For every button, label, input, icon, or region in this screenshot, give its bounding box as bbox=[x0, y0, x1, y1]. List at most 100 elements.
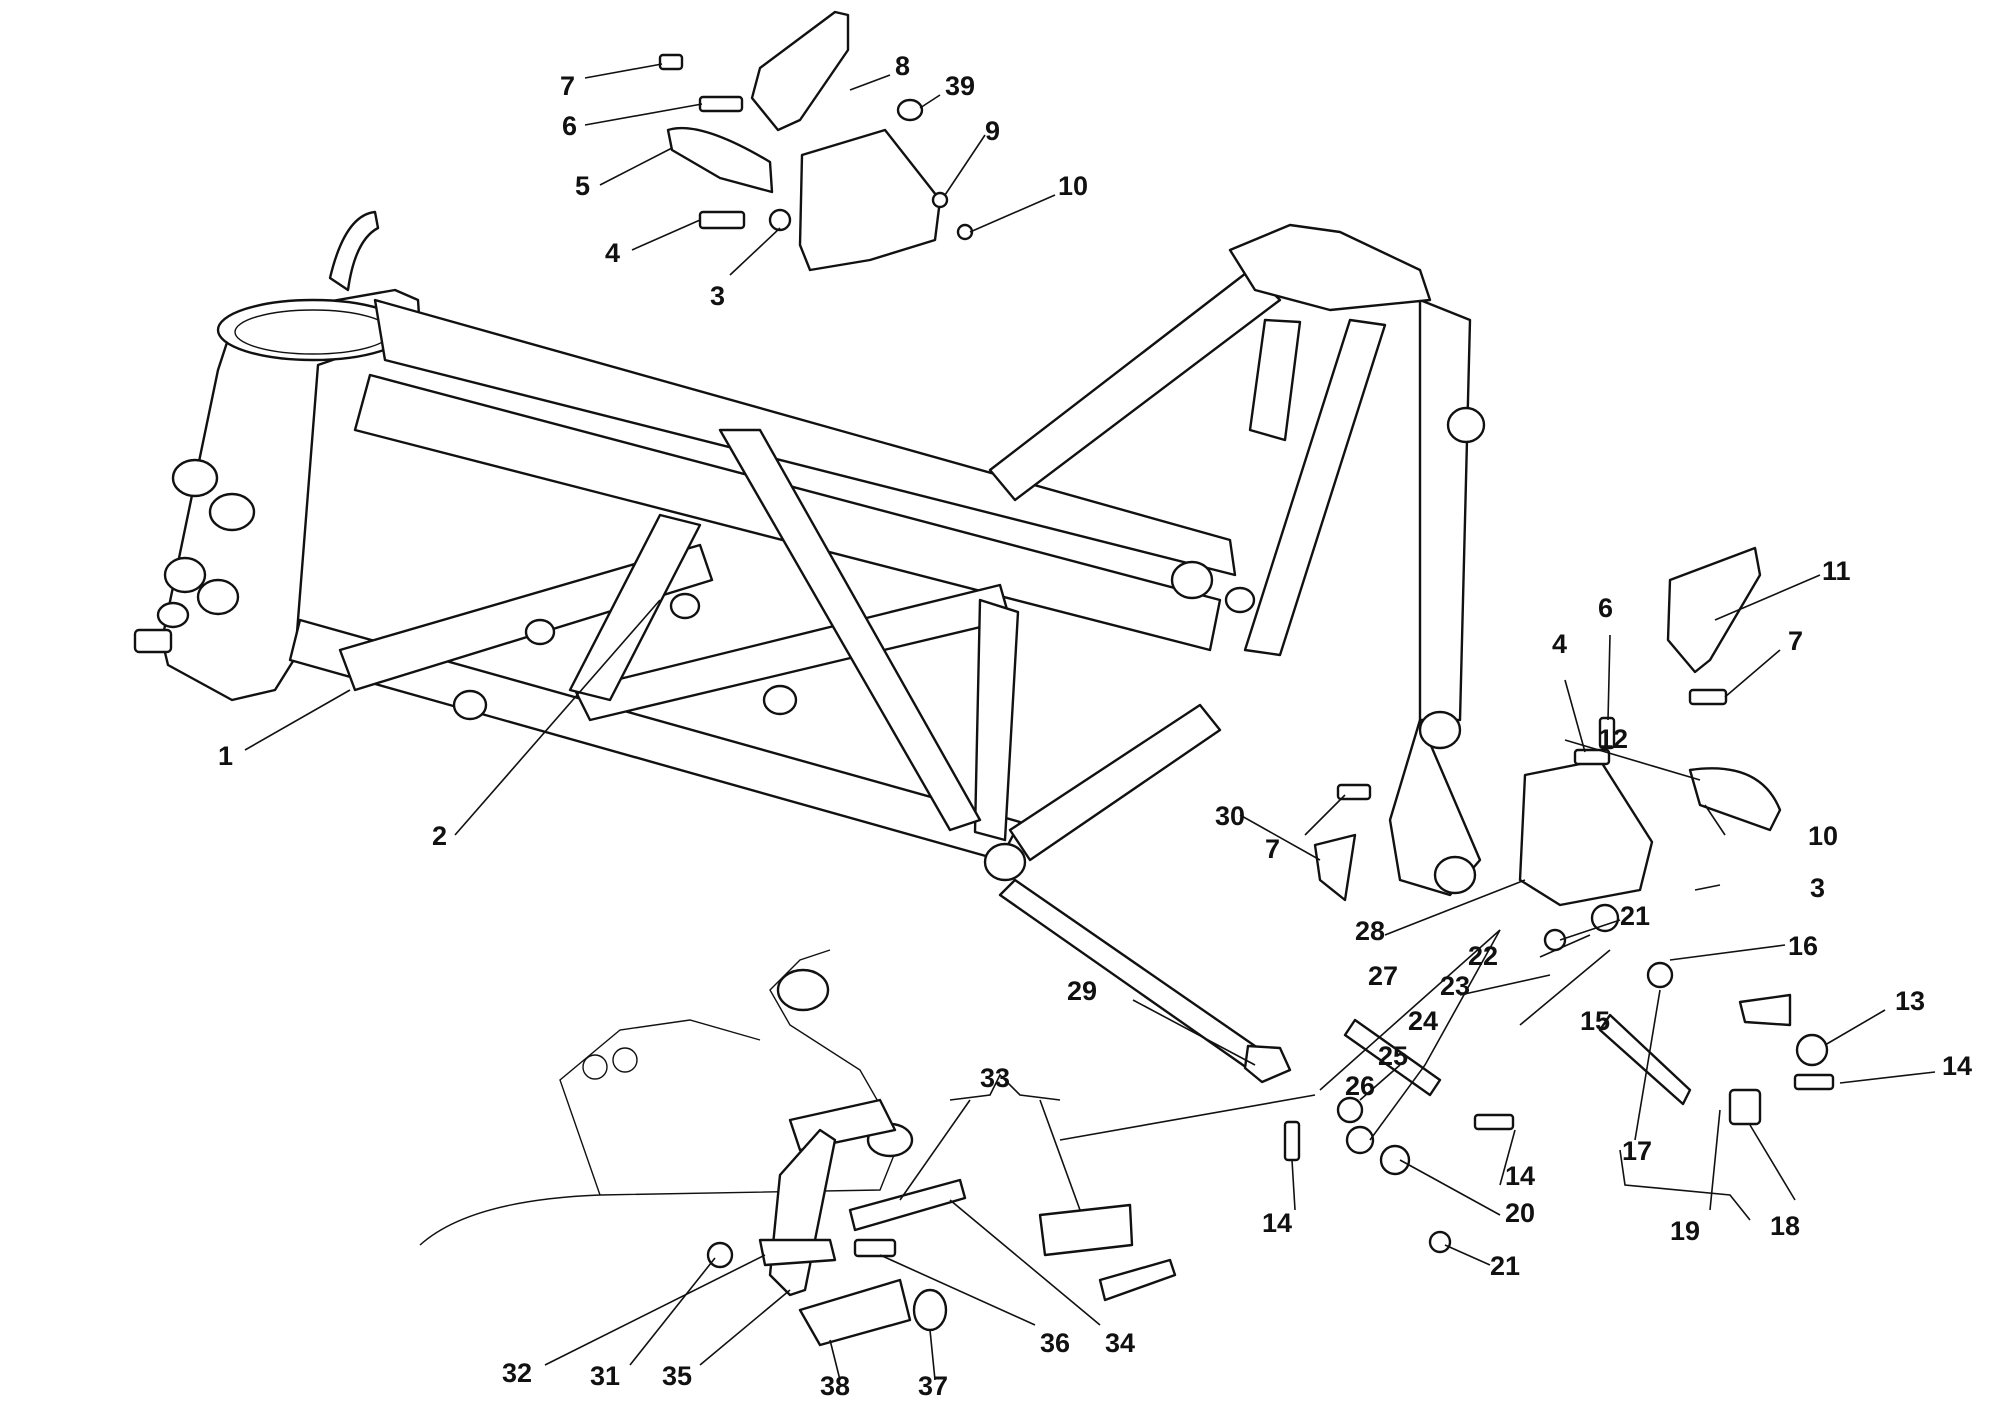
pin-4a bbox=[698, 210, 746, 230]
nut-21b bbox=[1428, 1230, 1452, 1254]
spring-34 bbox=[848, 1178, 967, 1232]
pin-4b bbox=[1573, 748, 1611, 766]
swingarm-mount bbox=[1388, 718, 1482, 897]
callout-12: 12 bbox=[1598, 724, 1628, 754]
callout-4-right: 4 bbox=[1552, 629, 1567, 659]
bolt-6a bbox=[698, 95, 744, 113]
washer-15 bbox=[1590, 903, 1620, 933]
callout-3-top: 3 bbox=[710, 281, 725, 311]
steering-head bbox=[133, 210, 422, 702]
callout-23: 23 bbox=[1440, 971, 1470, 1001]
callout-26: 26 bbox=[1345, 1071, 1375, 1101]
washer-39 bbox=[896, 98, 924, 122]
callout-31: 31 bbox=[590, 1361, 620, 1391]
pivot-37 bbox=[912, 1288, 948, 1332]
leader-lines bbox=[244, 63, 1936, 1381]
callout-18: 18 bbox=[1770, 1211, 1800, 1241]
heel-guard-left bbox=[750, 10, 850, 132]
callout-6-right: 6 bbox=[1598, 593, 1613, 623]
callout-20: 20 bbox=[1505, 1198, 1535, 1228]
callout-7-mid: 7 bbox=[1265, 834, 1280, 864]
callout-28: 28 bbox=[1355, 916, 1385, 946]
rear-diagonal-tube bbox=[1243, 318, 1387, 657]
nut-31 bbox=[706, 1241, 734, 1269]
bolt-7c bbox=[1336, 783, 1372, 801]
callout-labels: 7 6 5 4 3 8 39 9 10 1 2 11 7 6 4 12 10 3… bbox=[218, 51, 1972, 1401]
callout-5: 5 bbox=[575, 171, 590, 201]
sleeve-33 bbox=[1038, 1203, 1134, 1257]
rear-vertical-tube-b bbox=[1418, 298, 1472, 722]
callout-13: 13 bbox=[1895, 986, 1925, 1016]
callout-1: 1 bbox=[218, 741, 233, 771]
footpeg-bracket-right bbox=[1518, 758, 1654, 907]
shift-rod bbox=[1098, 1258, 1177, 1302]
bolt-13 bbox=[1795, 1033, 1829, 1067]
callout-32: 32 bbox=[502, 1358, 532, 1388]
callout-2: 2 bbox=[432, 821, 447, 851]
callout-21-upper: 21 bbox=[1620, 901, 1650, 931]
nut-25 bbox=[1336, 1096, 1364, 1124]
callout-14-right: 14 bbox=[1942, 1051, 1972, 1081]
shift-arm-38 bbox=[798, 1278, 912, 1347]
callout-15: 15 bbox=[1580, 1006, 1610, 1036]
bolt-6b bbox=[1598, 716, 1616, 750]
bolt-36 bbox=[853, 1238, 897, 1258]
callout-34: 34 bbox=[1105, 1328, 1135, 1358]
footpeg-rubber-right bbox=[1688, 767, 1782, 832]
footpeg-bracket-left bbox=[798, 128, 942, 272]
spring-3a bbox=[768, 208, 792, 232]
callout-14-link: 14 bbox=[1505, 1161, 1535, 1191]
upper-left-tube bbox=[373, 298, 1237, 577]
callout-16: 16 bbox=[1788, 931, 1818, 961]
callout-7-right: 7 bbox=[1788, 626, 1803, 656]
bracket-30 bbox=[1313, 833, 1357, 902]
callout-21-lower: 21 bbox=[1490, 1251, 1520, 1281]
callout-11: 11 bbox=[1822, 556, 1851, 586]
callout-19: 19 bbox=[1670, 1216, 1700, 1246]
washer-9 bbox=[931, 191, 949, 209]
steering-head-bushings bbox=[133, 458, 256, 654]
callout-8: 8 bbox=[895, 51, 910, 81]
link-20 bbox=[1379, 1144, 1411, 1176]
cross-tube-front bbox=[338, 543, 714, 692]
callout-29: 29 bbox=[1067, 976, 1097, 1006]
pedal-rubber-18 bbox=[1728, 1088, 1762, 1126]
rod-end-26 bbox=[1345, 1125, 1375, 1155]
callout-10-top: 10 bbox=[1058, 171, 1088, 201]
bolt-14b bbox=[1473, 1113, 1515, 1131]
callout-24: 24 bbox=[1408, 1006, 1438, 1036]
callout-38: 38 bbox=[820, 1371, 850, 1401]
callout-9: 9 bbox=[985, 116, 1000, 146]
diagonal-tube-a bbox=[568, 513, 702, 702]
callout-10-right: 10 bbox=[1808, 821, 1838, 851]
callout-33: 33 bbox=[980, 1063, 1010, 1093]
callout-22: 22 bbox=[1468, 941, 1498, 971]
callout-30: 30 bbox=[1215, 801, 1245, 831]
bolt-14c bbox=[1283, 1120, 1301, 1162]
shift-lever-35 bbox=[768, 1128, 837, 1297]
heel-guard-right bbox=[1666, 546, 1762, 674]
bolt-7b bbox=[1688, 688, 1728, 706]
left-footpeg-group bbox=[658, 10, 974, 272]
frame-assembly bbox=[133, 210, 1486, 897]
bolt-14a bbox=[1793, 1073, 1835, 1091]
callout-17: 17 bbox=[1622, 1136, 1652, 1166]
link-32 bbox=[758, 1238, 837, 1267]
callout-35: 35 bbox=[662, 1361, 692, 1391]
engine-boss bbox=[776, 968, 830, 1012]
callout-7-top: 7 bbox=[560, 71, 575, 101]
lower-rear-tube bbox=[1008, 703, 1222, 862]
callout-25: 25 bbox=[1378, 1041, 1408, 1071]
bolt-7a bbox=[658, 53, 684, 71]
footpeg-rubber-left bbox=[666, 126, 774, 194]
callout-37: 37 bbox=[918, 1371, 948, 1401]
callout-14-lower: 14 bbox=[1262, 1208, 1292, 1238]
callout-27: 27 bbox=[1368, 961, 1398, 991]
callout-6-top: 6 bbox=[562, 111, 577, 141]
rear-top-plate bbox=[1228, 223, 1432, 312]
vertical-tube bbox=[973, 598, 1020, 842]
lever-arm-19 bbox=[1598, 1013, 1692, 1106]
callout-39: 39 bbox=[945, 71, 975, 101]
callout-36: 36 bbox=[1040, 1328, 1070, 1358]
